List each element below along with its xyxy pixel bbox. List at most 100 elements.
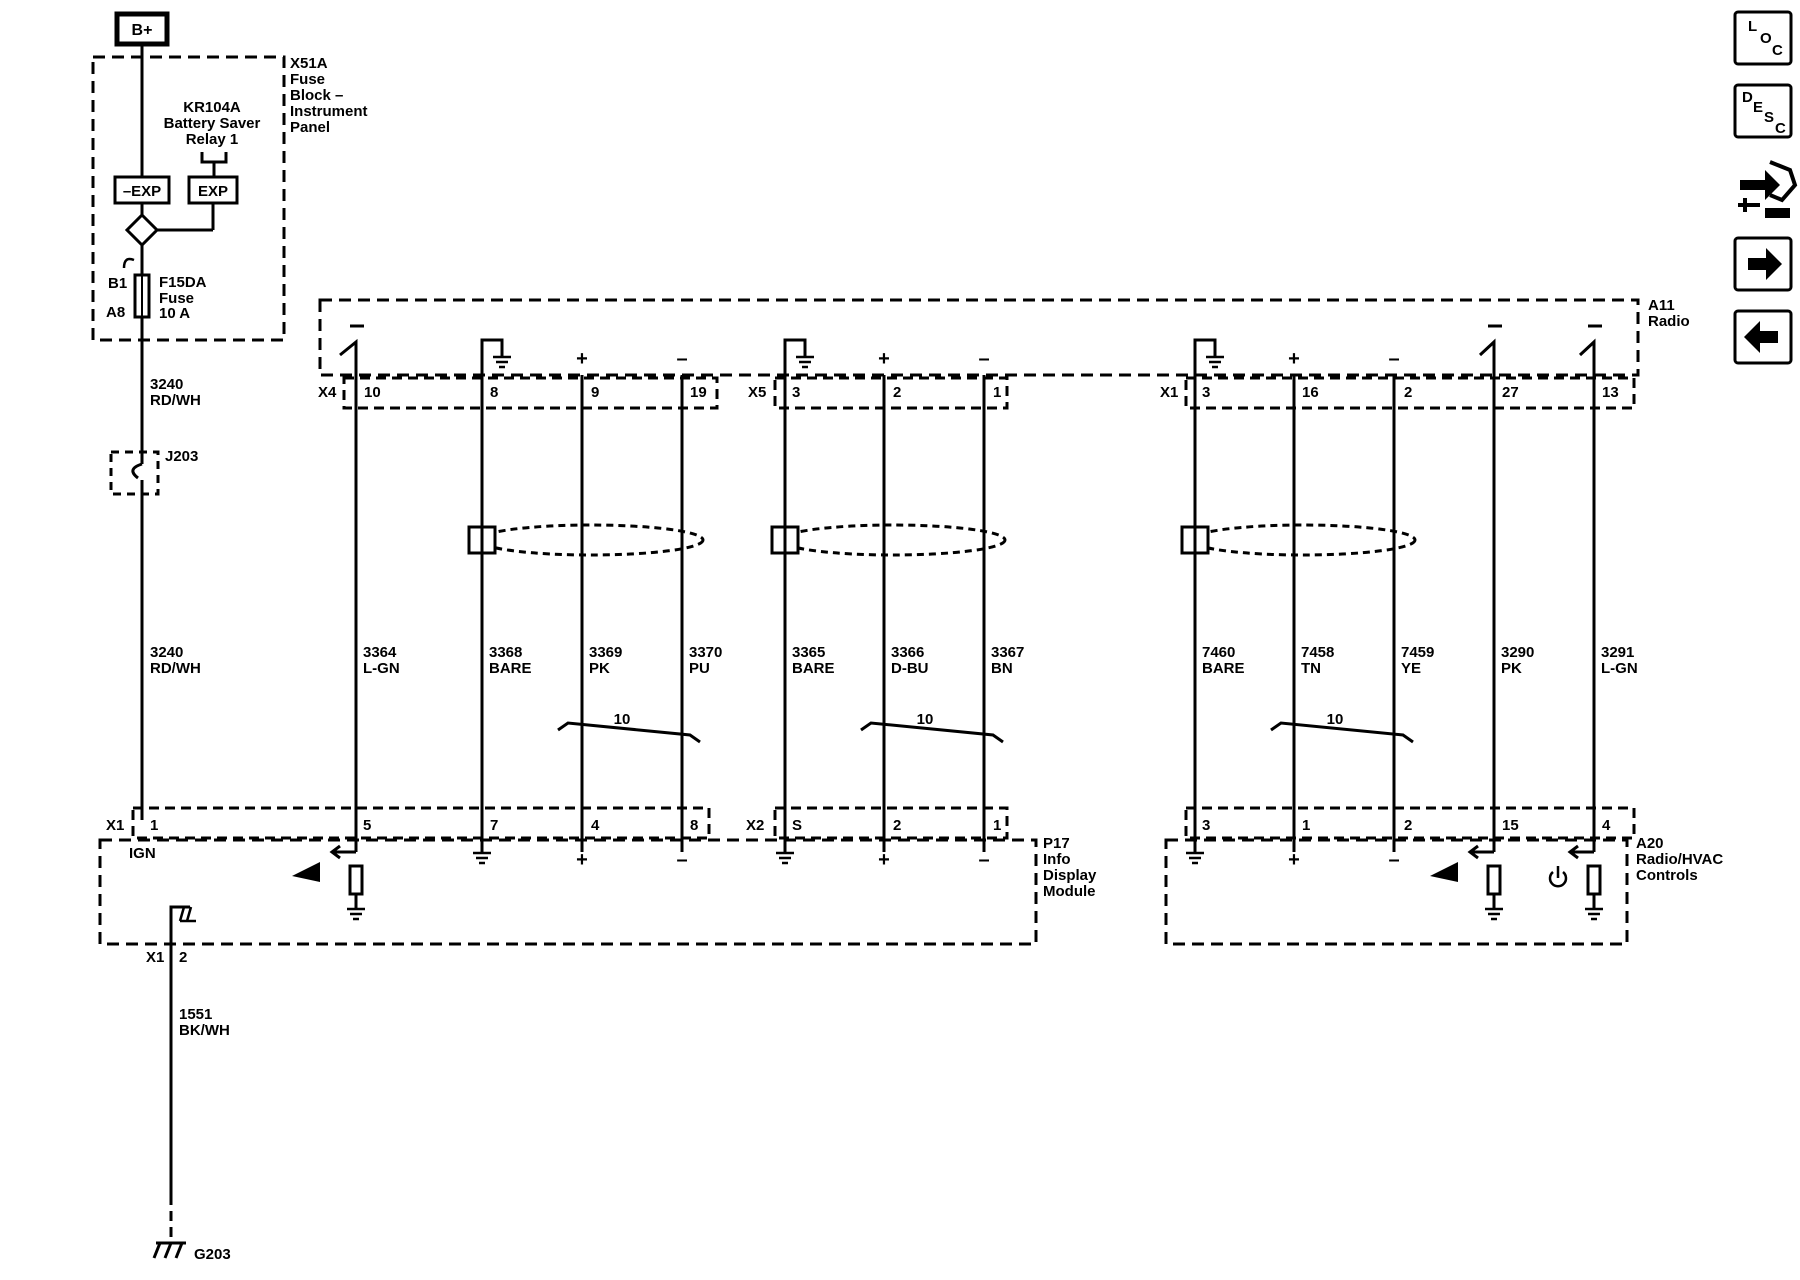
wire-circuit: 3240 xyxy=(150,376,183,393)
wire-circuit: 3240 xyxy=(150,644,183,661)
plus-sign: + xyxy=(878,849,890,871)
splice-label: J203 xyxy=(165,448,198,465)
arrow-right-icon xyxy=(1748,248,1782,280)
pin-number: 15 xyxy=(1502,817,1519,834)
module-id: P17 xyxy=(1043,835,1070,852)
connector-x1-radio: X1 3 16 2 27 13 xyxy=(1160,376,1636,410)
wire-labels: 3364 L-GN 3368 BARE 3369 PK 3370 PU 3365… xyxy=(363,644,1638,677)
radio-internal-symbols: + – + – + – xyxy=(339,324,1602,370)
connector-label: X4 xyxy=(318,384,337,401)
button-letter: C xyxy=(1772,42,1783,59)
display-module-p17: X1 1 5 7 4 8 X2 S 2 1 IGN P17 Info Displ… xyxy=(98,806,1097,946)
twist-label: 10 xyxy=(917,711,934,728)
location-button[interactable]: L O C xyxy=(1733,10,1793,66)
connector-label: X1 xyxy=(1160,384,1178,401)
pin-number: 13 xyxy=(1602,384,1619,401)
relay-label-line: Battery Saver xyxy=(164,115,261,132)
button-letter: O xyxy=(1760,30,1772,47)
pin-number: 7 xyxy=(490,817,498,834)
ground-pin-number: 2 xyxy=(179,949,187,966)
description-button[interactable]: D E S C xyxy=(1733,83,1793,139)
plus-sign: + xyxy=(1288,849,1300,871)
pin-number: 1 xyxy=(993,384,1001,401)
module-name-line: Module xyxy=(1043,883,1096,900)
button-letter: E xyxy=(1753,99,1763,116)
power-label: B+ xyxy=(132,22,153,39)
module-name-line: Radio/HVAC xyxy=(1636,851,1723,868)
connector-label: X5 xyxy=(748,384,766,401)
fuse-block-name-line: Fuse xyxy=(290,71,325,88)
twisted-pair-markers: 10 10 10 xyxy=(557,711,1414,744)
wire-circuit: 3368 xyxy=(489,644,522,661)
minus-sign: – xyxy=(676,849,687,871)
fuse-label-line: 10 A xyxy=(159,305,190,322)
wire-circuit: 3365 xyxy=(792,644,825,661)
fuse-block-x51a: X51A Fuse Block – Instrument Panel KR104… xyxy=(91,55,368,342)
minus-sign: – xyxy=(676,348,687,370)
wire-circuit: 3290 xyxy=(1501,644,1534,661)
pin-number: 5 xyxy=(363,817,371,834)
pin-number: 3 xyxy=(792,384,800,401)
wire-circuit: 3291 xyxy=(1601,644,1634,661)
wire-color: BN xyxy=(991,660,1013,677)
minus-sign: – xyxy=(1388,348,1399,370)
fuse-block-name-line: Panel xyxy=(290,119,330,136)
wire-color: BARE xyxy=(489,660,532,677)
cable-shields xyxy=(467,523,1417,557)
ground-label: G203 xyxy=(194,1246,231,1263)
module-name-line: Controls xyxy=(1636,867,1698,884)
fuse-pin-bottom: A8 xyxy=(106,304,125,321)
connector-tool-icon[interactable] xyxy=(1738,160,1798,218)
pin-number: 2 xyxy=(893,817,901,834)
ign-label: IGN xyxy=(129,845,156,862)
connector-x5: X5 3 2 1 xyxy=(748,376,1009,410)
power-icon xyxy=(1548,866,1568,888)
arrow-left-icon xyxy=(1744,321,1778,353)
minus-sign: – xyxy=(1388,849,1399,871)
relay-exp-right: EXP xyxy=(198,183,228,200)
next-button[interactable] xyxy=(1733,236,1793,292)
pin-number: 2 xyxy=(893,384,901,401)
fuse-label-line: Fuse xyxy=(159,290,194,307)
module-name-line: Info xyxy=(1043,851,1071,868)
radio-a11: A11 Radio xyxy=(318,297,1690,377)
hvac-controls-a20: 3 1 2 15 4 A20 Radio/HVAC Controls + – xyxy=(1164,806,1723,946)
ground-connector-label: X1 xyxy=(146,949,164,966)
connector-label: X2 xyxy=(746,817,764,834)
wire-circuit: 7458 xyxy=(1301,644,1334,661)
plus-sign: + xyxy=(576,849,588,871)
wire-color: BARE xyxy=(1202,660,1245,677)
wire-color: BARE xyxy=(792,660,835,677)
twist-label: 10 xyxy=(614,711,631,728)
pin-number: 16 xyxy=(1302,384,1319,401)
minus-sign: – xyxy=(978,348,989,370)
pin-number: S xyxy=(792,817,802,834)
previous-button[interactable] xyxy=(1733,309,1793,365)
wire-color: RD/WH xyxy=(150,392,201,409)
pin-number: 1 xyxy=(993,817,1001,834)
module-id: A20 xyxy=(1636,835,1664,852)
pin-number: 2 xyxy=(1404,817,1412,834)
wire-circuit: 1551 xyxy=(179,1006,212,1023)
relay-label-line: Relay 1 xyxy=(186,131,239,148)
pin-number: 27 xyxy=(1502,384,1519,401)
wire-circuit: 3366 xyxy=(891,644,924,661)
connector-x4: X4 10 8 9 19 xyxy=(318,376,719,410)
pin-number: 1 xyxy=(1302,817,1310,834)
module-name-line: Display xyxy=(1043,867,1097,884)
pin-number: 3 xyxy=(1202,817,1210,834)
wire-color: TN xyxy=(1301,660,1321,677)
pin-number: 19 xyxy=(690,384,707,401)
wire-circuit: 7460 xyxy=(1202,644,1235,661)
button-letter: S xyxy=(1764,109,1774,126)
wire-color: PK xyxy=(589,660,610,677)
wire-color: RD/WH xyxy=(150,660,201,677)
radio-id: A11 xyxy=(1648,297,1675,314)
pin-number: 8 xyxy=(490,384,498,401)
plus-sign: + xyxy=(576,348,588,370)
relay-label-line: KR104A xyxy=(183,99,241,116)
plus-sign: + xyxy=(878,348,890,370)
feed-wire-3240: 3240 RD/WH J203 3240 RD/WH xyxy=(109,340,201,820)
connector-label: X1 xyxy=(106,817,124,834)
